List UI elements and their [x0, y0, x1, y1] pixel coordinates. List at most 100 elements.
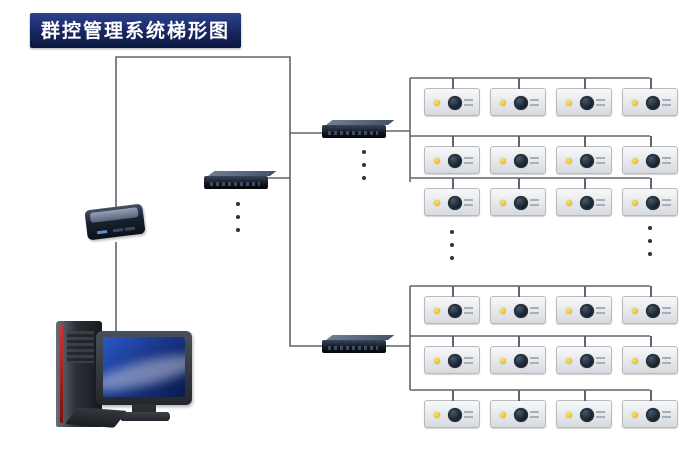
- monitor-base: [120, 412, 170, 421]
- control-knob: [646, 96, 660, 110]
- control-knob: [646, 154, 660, 168]
- controller-device: [622, 78, 678, 116]
- wire-bottom-grid-buses: [410, 285, 650, 391]
- wire-top-grid-buses: [410, 77, 650, 179]
- controller-device: [490, 178, 546, 216]
- title-banner: 群控管理系统梯形图: [30, 13, 242, 48]
- device-wire: [584, 178, 586, 189]
- ellipsis-dot: [450, 256, 454, 260]
- power-led-icon: [500, 358, 506, 364]
- controller-device: [424, 390, 480, 428]
- vent-slot: [596, 157, 605, 159]
- monitor-neck: [132, 404, 156, 413]
- device-wire: [650, 136, 652, 147]
- power-led-icon: [632, 200, 638, 206]
- device-wire: [584, 336, 586, 347]
- control-knob: [448, 196, 462, 210]
- power-led-icon: [566, 412, 572, 418]
- keyboard: [64, 407, 128, 428]
- vent-slot: [596, 307, 605, 309]
- device-wire: [584, 286, 586, 297]
- controller-device: [556, 78, 612, 116]
- controller-device: [424, 136, 480, 174]
- control-knob: [646, 196, 660, 210]
- ellipsis-dot: [362, 176, 366, 180]
- vent-slot: [662, 199, 671, 201]
- vent-slot: [530, 411, 539, 413]
- vent-slot: [464, 307, 473, 309]
- network-switch-top: [322, 125, 386, 138]
- control-knob: [448, 96, 462, 110]
- device-wire: [518, 336, 520, 347]
- device-wire: [518, 390, 520, 401]
- vent-slot: [464, 357, 473, 359]
- controller-device: [622, 136, 678, 174]
- control-knob: [580, 96, 594, 110]
- controller-device: [622, 178, 678, 216]
- control-knob: [448, 304, 462, 318]
- device-wire: [650, 286, 652, 297]
- vent-slot: [464, 157, 473, 159]
- ellipsis-dot: [648, 226, 652, 230]
- power-led-icon: [566, 100, 572, 106]
- control-knob: [448, 154, 462, 168]
- power-led-icon: [632, 358, 638, 364]
- controller-device: [556, 136, 612, 174]
- vent-slot: [530, 307, 539, 309]
- control-knob: [514, 196, 528, 210]
- controller-device: [622, 336, 678, 374]
- power-led-icon: [500, 308, 506, 314]
- controller-device: [490, 390, 546, 428]
- device-wire: [584, 78, 586, 89]
- power-led-icon: [434, 158, 440, 164]
- controller-device: [556, 336, 612, 374]
- power-led-icon: [434, 358, 440, 364]
- controller-device: [622, 286, 678, 324]
- power-led-icon: [566, 358, 572, 364]
- ellipsis-dot: [648, 239, 652, 243]
- vent-slot: [464, 411, 473, 413]
- control-knob: [646, 304, 660, 318]
- device-wire: [650, 336, 652, 347]
- crt-monitor: [96, 331, 192, 405]
- vent-slot: [662, 99, 671, 101]
- power-led-icon: [500, 100, 506, 106]
- control-knob: [514, 96, 528, 110]
- ellipsis-dot: [450, 243, 454, 247]
- device-wire: [584, 390, 586, 401]
- power-led-icon: [434, 200, 440, 206]
- power-led-icon: [434, 412, 440, 418]
- power-led-icon: [434, 308, 440, 314]
- controller-device: [424, 78, 480, 116]
- control-knob: [514, 354, 528, 368]
- power-led-icon: [500, 412, 506, 418]
- control-knob: [580, 354, 594, 368]
- device-wire: [518, 178, 520, 189]
- ellipsis-grid-right: [648, 226, 652, 256]
- vent-slot: [596, 411, 605, 413]
- device-wire: [584, 136, 586, 147]
- vent-slot: [530, 99, 539, 101]
- controller-device: [556, 390, 612, 428]
- ellipsis-below-switch-mid: [236, 202, 240, 232]
- control-knob: [580, 304, 594, 318]
- controller-device: [556, 286, 612, 324]
- power-led-icon: [566, 200, 572, 206]
- device-wire: [518, 286, 520, 297]
- controller-device: [490, 136, 546, 174]
- device-wire: [452, 336, 454, 347]
- power-led-icon: [632, 100, 638, 106]
- vent-slot: [662, 411, 671, 413]
- control-knob: [448, 408, 462, 422]
- vent-slot: [464, 199, 473, 201]
- control-knob: [646, 408, 660, 422]
- controller-device: [424, 286, 480, 324]
- device-wire: [452, 390, 454, 401]
- controller-device: [424, 336, 480, 374]
- vent-slot: [662, 157, 671, 159]
- title-text: 群控管理系统梯形图: [41, 21, 231, 42]
- device-wire: [650, 178, 652, 189]
- control-knob: [646, 354, 660, 368]
- control-knob: [448, 354, 462, 368]
